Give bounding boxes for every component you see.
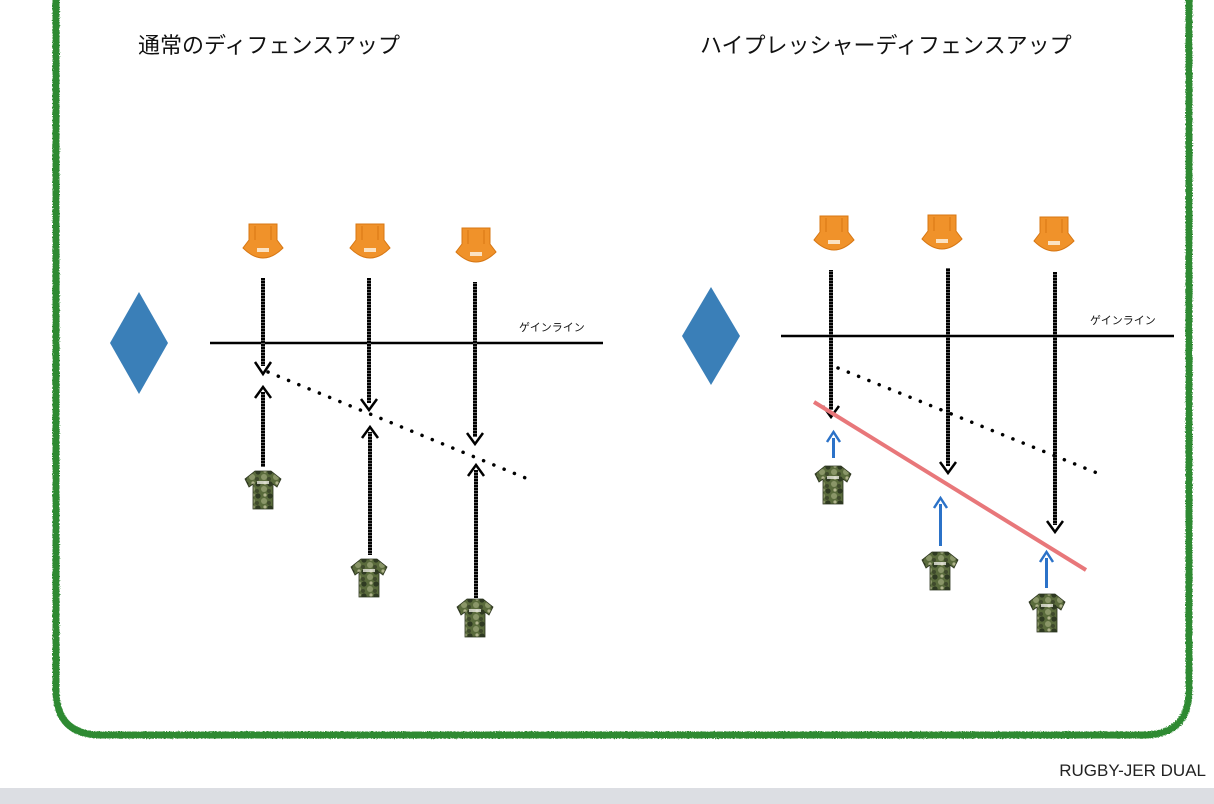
defense-line-dotted bbox=[266, 370, 530, 481]
attack-arrow bbox=[938, 268, 958, 476]
attack-arrow bbox=[1045, 272, 1065, 535]
bottom-bar bbox=[0, 788, 1214, 804]
defense-arrow bbox=[466, 462, 486, 598]
blue-diamond-icon bbox=[682, 287, 740, 385]
orange-jersey-icon bbox=[1033, 216, 1075, 252]
right-diagram: ゲインライン bbox=[682, 214, 1174, 633]
camo-shirt-icon bbox=[244, 470, 282, 510]
left-diagram: ゲインライン bbox=[110, 223, 603, 638]
camo-shirt-icon bbox=[350, 558, 388, 598]
blue-diamond-icon bbox=[110, 292, 168, 394]
right-diagram-title: ハイプレッシャーディフェンスアップ bbox=[700, 34, 1072, 59]
camo-shirt-icon bbox=[1028, 593, 1066, 633]
defense-arrow-blue bbox=[932, 495, 949, 546]
orange-jersey-icon bbox=[242, 223, 284, 259]
defense-arrow-blue bbox=[1038, 549, 1055, 588]
attack-arrow bbox=[821, 270, 841, 420]
orange-jersey-icon bbox=[921, 214, 963, 250]
defense-line-dotted bbox=[836, 366, 1104, 477]
defense-arrow-blue bbox=[825, 429, 842, 458]
left-diagram-title: 通常のディフェンスアップ bbox=[138, 34, 400, 59]
attack-arrow bbox=[253, 278, 273, 377]
gain-line-label: ゲインライン bbox=[1090, 314, 1156, 327]
footer-credit: RUGBY-JER DUAL bbox=[1059, 761, 1206, 780]
camo-shirt-icon bbox=[456, 598, 494, 638]
pressure-line bbox=[812, 400, 1088, 572]
attack-arrow bbox=[465, 282, 485, 447]
camo-shirt-icon bbox=[814, 465, 852, 505]
orange-jersey-icon bbox=[349, 223, 391, 259]
orange-jersey-icon bbox=[813, 215, 855, 251]
camo-shirt-icon bbox=[921, 551, 959, 591]
attack-arrow bbox=[359, 278, 379, 413]
defense-arrow bbox=[253, 384, 273, 467]
gain-line-label: ゲインライン bbox=[519, 321, 585, 334]
orange-jersey-icon bbox=[455, 227, 497, 263]
defense-arrow bbox=[360, 424, 380, 555]
field-border bbox=[52, 0, 1193, 739]
